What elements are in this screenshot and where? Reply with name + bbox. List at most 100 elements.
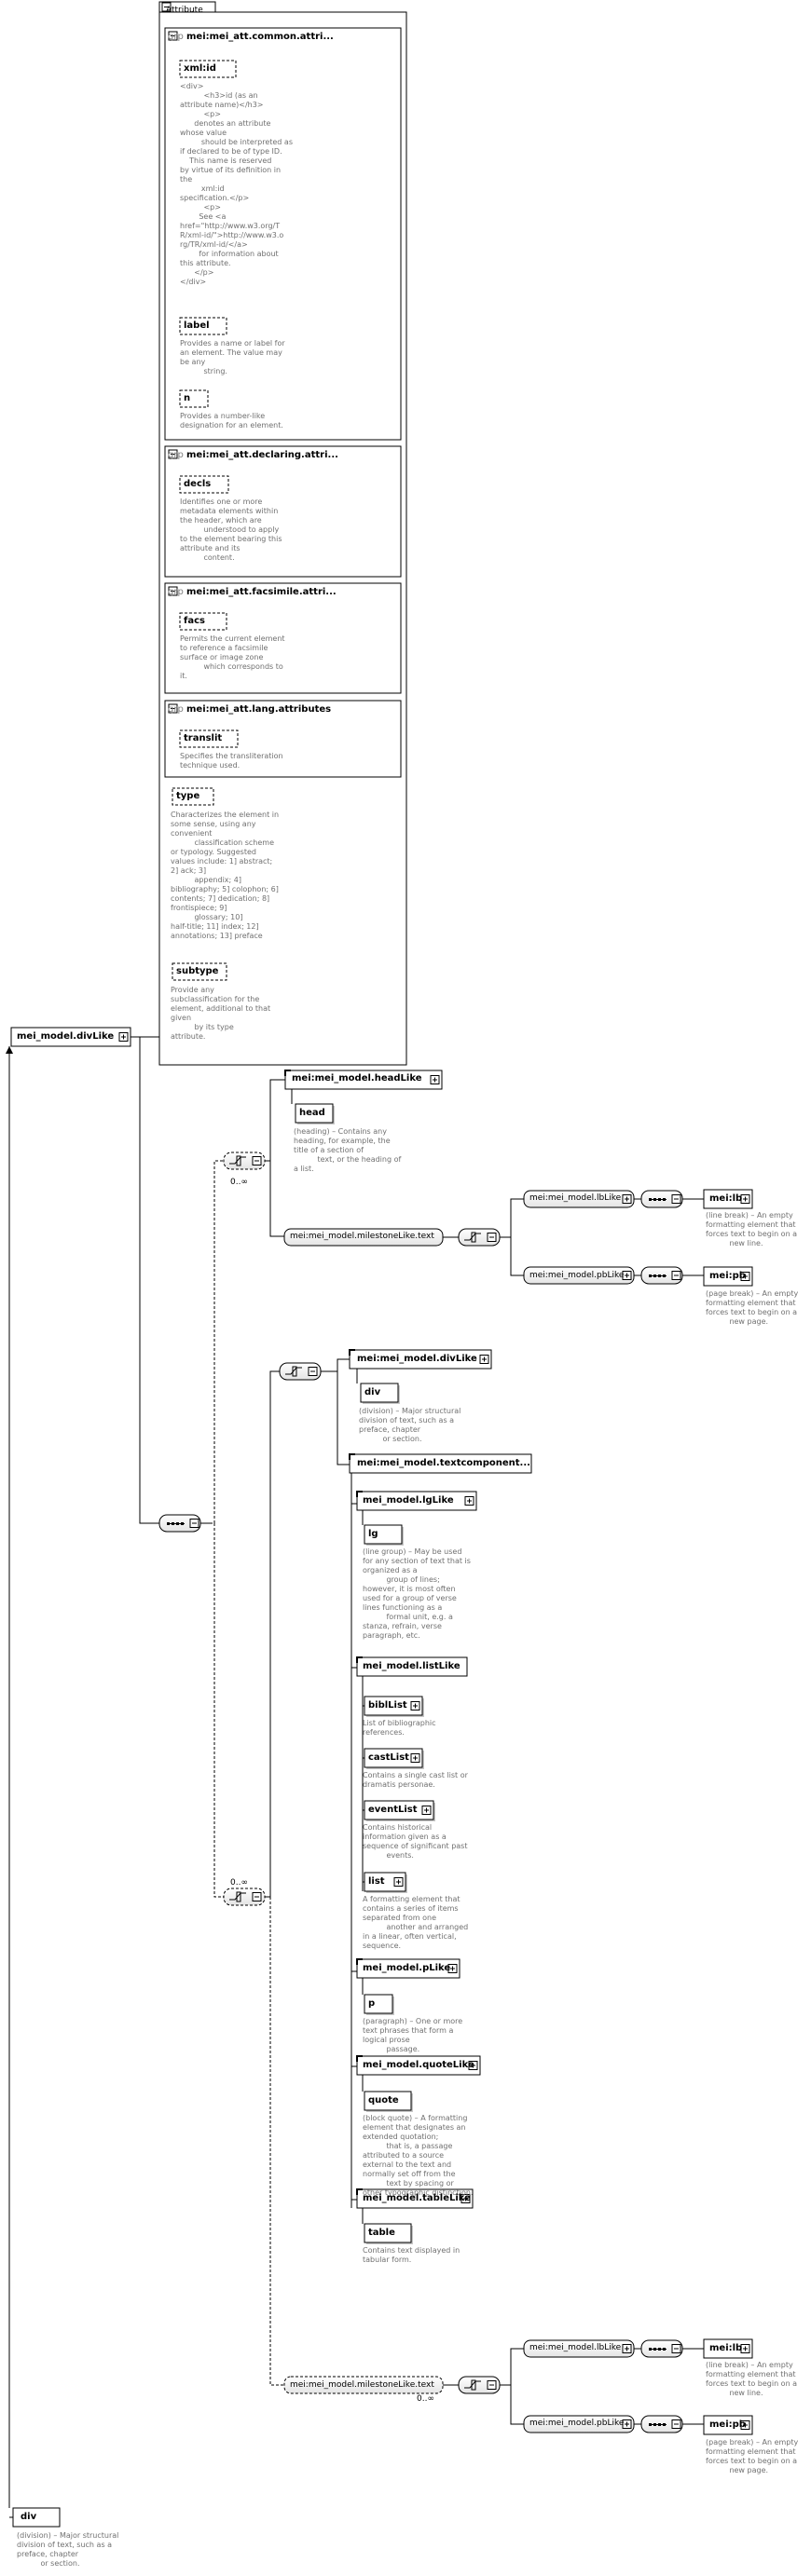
tablelike-group[interactable]: mei_model.tableLike bbox=[363, 2193, 471, 2203]
grp-name: mei:mei_att.common.attri... bbox=[186, 32, 334, 42]
attr-xml-id-box bbox=[179, 60, 237, 78]
connector-line bbox=[510, 2385, 524, 2425]
attribute-panel-title: Attribute bbox=[166, 6, 203, 15]
lower-choice-cardinality: 0..∞ bbox=[230, 1878, 248, 1888]
attr-decls-box bbox=[179, 475, 229, 494]
group-facsimile-box bbox=[164, 582, 402, 694]
div-nested-doc: (division) – Major structural division o… bbox=[359, 1407, 461, 1443]
attr-type[interactable]: type bbox=[176, 791, 200, 801]
choice-glyph bbox=[285, 1367, 302, 1375]
p-box bbox=[364, 1994, 393, 2014]
upper-pblike-group[interactable]: mei:mei_model.pbLike bbox=[529, 1271, 625, 1280]
eventlist-element[interactable]: eventList bbox=[368, 1805, 418, 1815]
connector-line bbox=[139, 1037, 159, 1524]
lower-pb-element[interactable]: mei:pb bbox=[709, 2419, 746, 2430]
bibllist-element[interactable]: biblList bbox=[368, 1700, 407, 1711]
head-element[interactable]: head bbox=[299, 1108, 325, 1118]
corner-mark bbox=[356, 2188, 363, 2195]
group-common-box bbox=[164, 27, 402, 441]
attr-translit-box bbox=[179, 729, 239, 748]
connector-line bbox=[510, 2348, 524, 2385]
div-element-nested[interactable]: div bbox=[364, 1387, 381, 1397]
table-doc: Contains text displayed in tabular form. bbox=[363, 2246, 460, 2264]
attr-group-lang[interactable]: grp mei:mei_att.lang.attributes bbox=[168, 703, 331, 716]
textcomponent-group[interactable]: mei:mei_model.textcomponent... bbox=[357, 1458, 530, 1468]
lglike-group[interactable]: mei_model.lgLike bbox=[363, 1495, 454, 1506]
lower-pblike-group[interactable]: mei:mei_model.pbLike bbox=[529, 2419, 625, 2428]
lower-lb-element[interactable]: mei:lb bbox=[709, 2343, 743, 2353]
p-element[interactable]: p bbox=[368, 1998, 376, 2009]
connector-line bbox=[269, 1370, 280, 1897]
attr-decls[interactable]: decls bbox=[184, 479, 212, 489]
attr-translit[interactable]: translit bbox=[184, 733, 223, 743]
grp-name: mei:mei_att.declaring.attri... bbox=[186, 450, 338, 460]
textcomponent-box bbox=[349, 1453, 532, 1474]
div-element-doc: (division) – Major structural division o… bbox=[17, 2531, 119, 2568]
attr-label-box bbox=[179, 317, 227, 335]
grp-keyword: grp bbox=[168, 450, 184, 460]
attr-facs-box bbox=[179, 612, 227, 631]
castlist-doc: Contains a single cast list or dramatis … bbox=[363, 1771, 468, 1789]
corner-mark bbox=[356, 2055, 363, 2062]
upper-pblike-box bbox=[523, 1266, 635, 1285]
head-doc: (heading) – Contains any heading, for ex… bbox=[294, 1127, 402, 1173]
attr-group-facsimile[interactable]: grp mei:mei_att.facsimile.attri... bbox=[168, 586, 337, 599]
upper-milestone-box bbox=[283, 1228, 444, 1247]
castlist-element[interactable]: castList bbox=[368, 1752, 409, 1763]
arrow-head bbox=[6, 1046, 13, 1054]
attr-facs-doc: Permits the current element to reference… bbox=[180, 634, 285, 680]
attr-facs[interactable]: facs bbox=[184, 616, 205, 626]
castlist-box bbox=[364, 1748, 423, 1768]
upper-choice-cardinality: 0..∞ bbox=[230, 1178, 248, 1187]
root-element[interactable]: mei_model.divLike bbox=[17, 1031, 115, 1042]
corner-mark bbox=[284, 1070, 291, 1076]
eventlist-box bbox=[364, 1800, 434, 1820]
choice-glyph bbox=[464, 2380, 481, 2389]
grp-name: mei:mei_att.lang.attributes bbox=[186, 704, 332, 715]
attr-type-doc: Characterizes the element in some sense,… bbox=[171, 811, 280, 940]
upper-lb-element[interactable]: mei:lb bbox=[709, 1193, 743, 1204]
lower-milestone-group[interactable]: mei:mei_model.milestoneLike.text bbox=[290, 2380, 434, 2390]
lower-milestone-cardinality: 0..∞ bbox=[417, 2394, 434, 2404]
attr-xml-id[interactable]: xml:id bbox=[184, 63, 216, 74]
attr-n[interactable]: n bbox=[184, 393, 191, 403]
connector-line bbox=[213, 1523, 224, 1898]
divlike-group[interactable]: mei:mei_model.divLike bbox=[357, 1354, 477, 1364]
connector-line bbox=[269, 1079, 285, 1161]
tablelike-box bbox=[356, 2188, 474, 2209]
plike-group[interactable]: mei_model.pLike bbox=[363, 1963, 451, 1973]
lower-lblike-group[interactable]: mei:mei_model.lbLike bbox=[529, 2343, 622, 2352]
attr-group-common[interactable]: grp mei:mei_att.common.attri... bbox=[168, 31, 334, 44]
quote-element[interactable]: quote bbox=[368, 2095, 399, 2106]
connector-line bbox=[269, 1161, 284, 1237]
table-element[interactable]: table bbox=[368, 2228, 395, 2238]
connector-line bbox=[337, 1371, 350, 1465]
grp-keyword: grp bbox=[168, 587, 184, 597]
list-element[interactable]: list bbox=[368, 1876, 385, 1887]
quotelike-group[interactable]: mei_model.quoteLike bbox=[363, 2060, 474, 2070]
corner-mark bbox=[356, 1958, 363, 1965]
upper-pb-element[interactable]: mei:pb bbox=[709, 1271, 746, 1281]
attr-type-box bbox=[172, 787, 214, 806]
choice-glyph bbox=[464, 1233, 481, 1241]
div-element[interactable]: div bbox=[21, 2512, 37, 2522]
group-declaring-box bbox=[164, 445, 402, 578]
div-nested-box bbox=[360, 1383, 399, 1403]
attr-subtype[interactable]: subtype bbox=[176, 966, 219, 976]
lower-pb-doc: (page break) – An empty formatting eleme… bbox=[706, 2438, 799, 2474]
lg-element[interactable]: lg bbox=[368, 1529, 378, 1539]
upper-lb-doc: (line break) – An empty formatting eleme… bbox=[706, 1211, 798, 1247]
lower-pb-box bbox=[703, 2415, 753, 2435]
attr-n-box bbox=[179, 389, 209, 408]
attr-label[interactable]: label bbox=[184, 320, 210, 331]
listlike-group[interactable]: mei_model.listLike bbox=[363, 1661, 460, 1671]
upper-lblike-group[interactable]: mei:mei_model.lbLike bbox=[529, 1193, 622, 1203]
upper-milestone-group[interactable]: mei:mei_model.milestoneLike.text bbox=[290, 1232, 434, 1241]
choice-glyph bbox=[236, 1155, 241, 1166]
divlike-box bbox=[349, 1349, 492, 1370]
upper-pb-doc: (page break) – An empty formatting eleme… bbox=[706, 1289, 799, 1326]
attr-group-declaring[interactable]: grp mei:mei_att.declaring.attri... bbox=[168, 449, 338, 462]
headlike-group[interactable]: mei:mei_model.headLike bbox=[292, 1073, 422, 1084]
choice-glyph bbox=[236, 1891, 241, 1902]
